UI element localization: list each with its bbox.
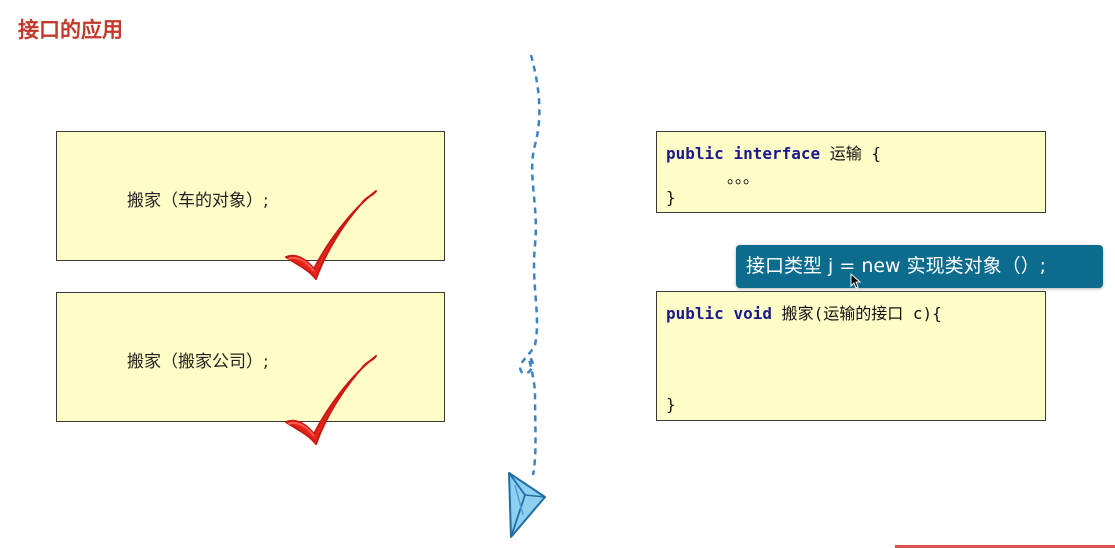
move-with-car-text: 搬家（车的对象）; xyxy=(127,191,269,211)
check-mark-icon xyxy=(285,190,377,280)
dashed-divider xyxy=(508,54,546,538)
closing-brace: } xyxy=(666,188,676,207)
keyword-void: void xyxy=(733,304,772,323)
keyword-public: public xyxy=(666,144,724,163)
interface-name: 运输 { xyxy=(820,144,882,163)
closing-brace: } xyxy=(666,395,676,414)
move-with-company-box: 搬家（搬家公司）; xyxy=(56,292,445,422)
interface-declaration: public interface 运输 { xyxy=(666,140,881,164)
move-with-car-box: 搬家（车的对象）; xyxy=(56,131,445,261)
move-with-company-text: 搬家（搬家公司）; xyxy=(127,352,269,372)
paper-plane-icon xyxy=(508,472,546,538)
slide-footer-line xyxy=(895,545,1115,548)
page-title: 接口的应用 xyxy=(18,18,123,42)
interface-code-box: public interface 运输 { 。。。 } xyxy=(656,131,1046,213)
method-code-box: public void 搬家(运输的接口 c){ } xyxy=(656,291,1046,421)
interface-type-tooltip: 接口类型 j = new 实现类对象（）; xyxy=(736,245,1103,288)
mouse-cursor-icon xyxy=(850,273,862,289)
method-signature: 搬家(运输的接口 c){ xyxy=(771,304,942,323)
keyword-interface: interface xyxy=(733,144,821,163)
method-declaration: public void 搬家(运输的接口 c){ xyxy=(666,300,942,324)
keyword-public: public xyxy=(666,304,724,323)
ellipsis-dots: 。。。 xyxy=(727,168,760,187)
check-mark-icon xyxy=(285,355,377,445)
